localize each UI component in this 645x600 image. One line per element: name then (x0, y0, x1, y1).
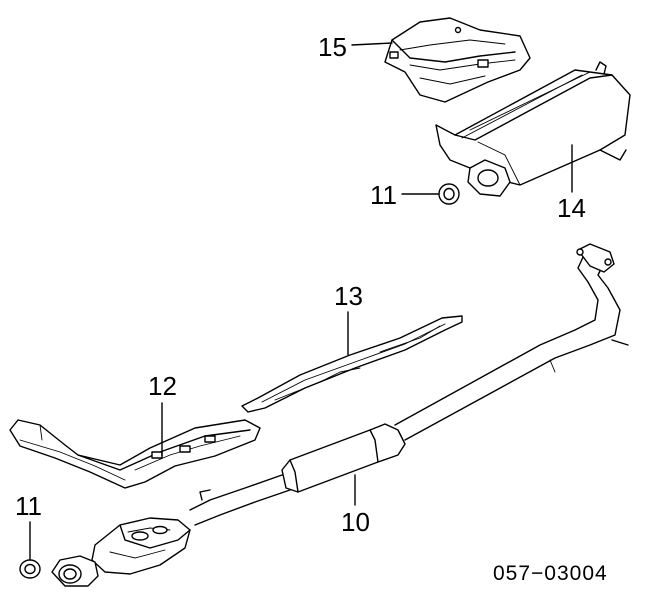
heat-shield-upper (384, 17, 531, 103)
heat-shield-center (241, 315, 463, 413)
label-part-15: 15 (318, 32, 347, 62)
label-part-13: 13 (334, 281, 363, 311)
gasket-ring-upper (438, 183, 460, 205)
heat-shield-front (9, 419, 261, 489)
label-part-10: 10 (341, 507, 370, 537)
gasket-ring-lower (19, 559, 41, 579)
label-part-11-bottom: 11 (15, 491, 42, 521)
label-part-11-top: 11 (370, 180, 397, 210)
exhaust-pipe-assembly (51, 243, 629, 587)
label-part-12: 12 (148, 371, 177, 401)
leader-lines (29, 42, 573, 560)
label-part-14: 14 (557, 193, 586, 223)
diagram-code: 057−03004 (493, 562, 608, 585)
main-muffler (435, 61, 631, 197)
